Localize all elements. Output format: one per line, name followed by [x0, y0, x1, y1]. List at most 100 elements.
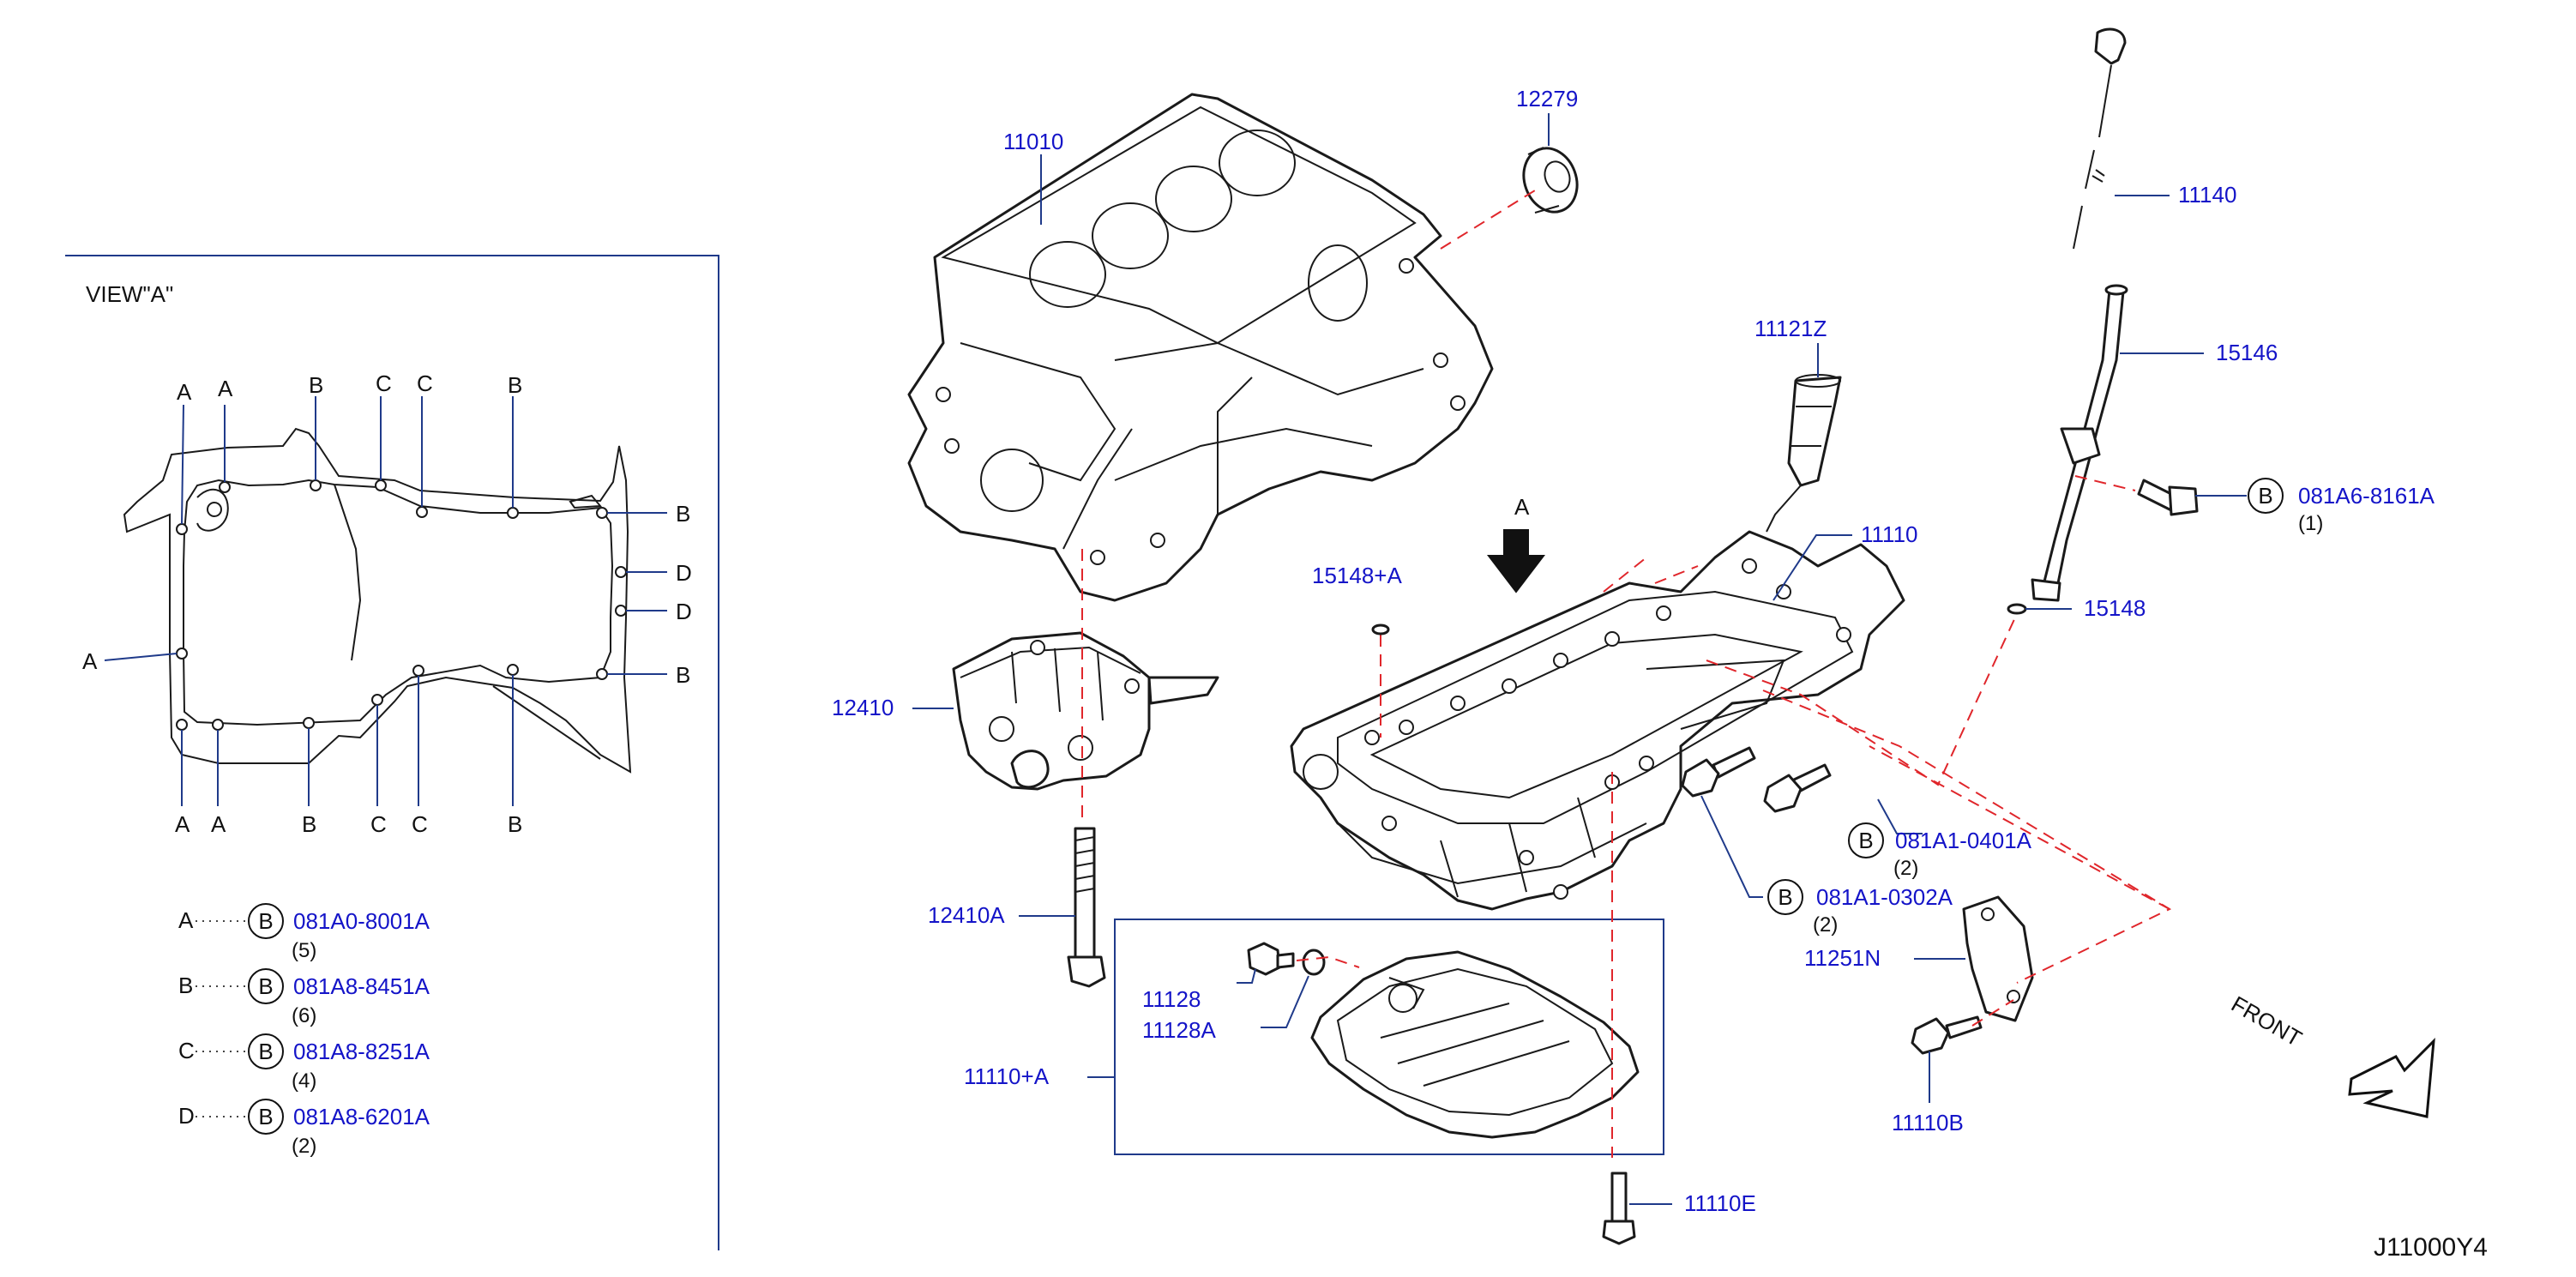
oil-seal[interactable]: [1515, 141, 1586, 220]
b-mark-icon: [248, 903, 284, 939]
point-letter-d: D: [676, 599, 692, 624]
lower-pan-frame: [1114, 919, 1664, 1155]
label-11110e[interactable]: 11110E: [1684, 1190, 1756, 1216]
legend-quantity: (5): [292, 939, 316, 962]
view-a-leaders: [104, 396, 667, 806]
point-letter-c: C: [370, 811, 387, 837]
oil-pan-lower[interactable]: [1310, 950, 1640, 1139]
o-ring-15148a[interactable]: [1371, 623, 1390, 635]
point-letter-a: A: [211, 811, 226, 837]
point-letter-a: A: [177, 379, 192, 405]
oil-pan-outline: [123, 427, 632, 774]
view-a-title: VIEW"A": [86, 281, 173, 307]
point-letter-a: A: [218, 376, 233, 401]
drain-plug-washer[interactable]: [1302, 949, 1326, 976]
label-12410[interactable]: 12410: [832, 695, 894, 720]
point-letter-c: C: [376, 370, 392, 396]
b-mark-icon: [248, 1033, 284, 1069]
label-15148-a[interactable]: 15148+A: [1312, 563, 1402, 588]
bolt-081a1-0302a[interactable]: [1681, 746, 1756, 798]
legend-row-a: A B 081A0-8001A (5): [178, 903, 430, 962]
legend-quantity: (2): [292, 1135, 316, 1158]
point-letter-c: C: [417, 370, 433, 396]
label-11010[interactable]: 11010: [1003, 129, 1063, 154]
b-mark: B: [1778, 884, 1792, 910]
point-letter-d: D: [676, 560, 692, 586]
label-12279[interactable]: 12279: [1516, 86, 1578, 111]
legend-letter: B: [178, 973, 193, 998]
legend-mark: B: [258, 1104, 273, 1129]
label-11128[interactable]: 11128: [1142, 986, 1201, 1012]
legend-row-c: C B 081A8-8251A (4): [178, 1033, 430, 1093]
cylinder-block[interactable]: [907, 93, 1494, 602]
drain-plug[interactable]: [1247, 942, 1295, 976]
legend-quantity: (6): [292, 1004, 316, 1027]
b-mark: B: [2258, 483, 2272, 509]
oil-pump-stud[interactable]: [1067, 827, 1106, 988]
point-letter-b: B: [302, 811, 316, 837]
qty-081a6-8161a: (1): [2298, 512, 2323, 535]
label-11110b[interactable]: 11110B: [1892, 1110, 1964, 1135]
front-label: FRONT: [2227, 991, 2307, 1051]
legend-row-b: B B 081A8-8451A (6): [178, 968, 430, 1027]
label-15148[interactable]: 15148: [2084, 595, 2146, 621]
point-letter-a: A: [175, 811, 190, 837]
legend-part-number[interactable]: 081A8-8251A: [293, 1039, 430, 1064]
point-letter-b: B: [676, 501, 690, 527]
label-11121z[interactable]: 11121Z: [1754, 316, 1827, 341]
view-a-frame: [65, 255, 719, 1250]
arrow-letter: A: [1514, 494, 1530, 520]
b-mark-icon: [2248, 478, 2284, 514]
dipstick[interactable]: [2073, 27, 2127, 250]
point-letter-b: B: [508, 811, 522, 837]
b-mark-icon: [248, 1099, 284, 1135]
b-mark: B: [1858, 828, 1873, 853]
front-indicator: FRONT: [2227, 991, 2435, 1118]
legend-quantity: (4): [292, 1069, 316, 1093]
b-mark-icon: [248, 968, 284, 1004]
bolt-legend: A B 081A0-8001A (5) B B 081A8-8451A (6) …: [178, 903, 430, 1158]
part-callouts: 11010 12279 11140 15146 11121Z B 081A6-8…: [832, 86, 2435, 1216]
point-letter-b: B: [508, 372, 522, 398]
legend-mark: B: [258, 1039, 273, 1064]
view-a-points: [176, 479, 627, 731]
oil-pan-bolt-b[interactable]: [1911, 1015, 1983, 1055]
rear-cover-bracket[interactable]: [1962, 895, 2034, 1022]
legend-letter: D: [178, 1103, 195, 1129]
diagram-id: J11000Y4: [2374, 1233, 2488, 1262]
oil-pump[interactable]: [952, 631, 1219, 791]
assembly-lines: [1081, 190, 2172, 1158]
qty-081a1-0302a: (2): [1813, 913, 1838, 937]
label-081a1-0302a[interactable]: 081A1-0302A: [1816, 884, 1953, 910]
legend-mark: B: [258, 908, 273, 934]
legend-part-number[interactable]: 081A0-8001A: [293, 908, 430, 934]
oil-pan-upper[interactable]: [1290, 530, 1905, 911]
bolt-081a1-0401a[interactable]: [1763, 763, 1832, 813]
label-11128a[interactable]: 11128A: [1142, 1017, 1216, 1043]
label-11140[interactable]: 11140: [2178, 182, 2236, 208]
label-11110[interactable]: 11110: [1861, 521, 1918, 547]
liquid-gasket-tube[interactable]: [1766, 374, 1842, 533]
legend-mark: B: [258, 973, 273, 999]
guide-tube-bolt[interactable]: [2137, 479, 2199, 516]
label-12410a[interactable]: 12410A: [928, 902, 1005, 928]
legend-part-number[interactable]: 081A8-8451A: [293, 973, 430, 999]
legend-part-number[interactable]: 081A8-6201A: [293, 1104, 430, 1129]
label-11110-a[interactable]: 11110+A: [964, 1063, 1050, 1089]
point-letter-c: C: [412, 811, 428, 837]
label-15146[interactable]: 15146: [2216, 340, 2278, 365]
point-letter-a: A: [82, 648, 98, 674]
point-letter-b: B: [309, 372, 323, 398]
legend-letter: C: [178, 1038, 195, 1063]
label-081a6-8161a[interactable]: 081A6-8161A: [2298, 483, 2435, 509]
label-11251n[interactable]: 11251N: [1804, 945, 1881, 971]
view-a-letters: A A B C C B B D D B A A A B C C B: [82, 370, 692, 837]
o-ring-15148[interactable]: [2007, 603, 2027, 615]
b-mark-icon: [1767, 879, 1803, 915]
legend-letter: A: [178, 907, 194, 933]
dipstick-guide-tube[interactable]: [2031, 284, 2128, 602]
label-081a1-0401a[interactable]: 081A1-0401A: [1895, 828, 2032, 853]
oil-pan-bolt-e[interactable]: [1602, 1172, 1636, 1245]
